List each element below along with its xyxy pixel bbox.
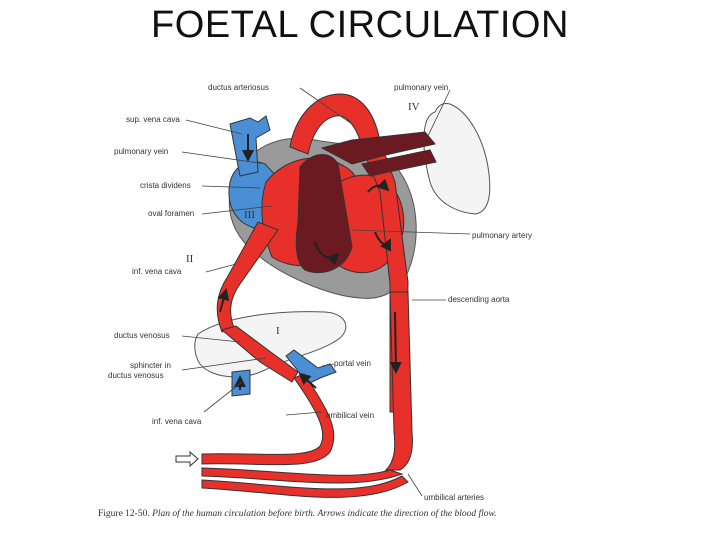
figure-caption: Figure 12-50. Plan of the human circulat… — [98, 508, 548, 520]
umbilical-artery-1 — [201, 467, 404, 484]
numeral-iii: III — [244, 209, 255, 221]
label-oval-foramen: oval foramen — [148, 209, 194, 218]
umbilical-vein-vessel — [201, 373, 335, 466]
label-portal-vein: portal vein — [334, 359, 371, 368]
label-sphincter-line2: ductus venosus — [108, 371, 164, 380]
leader-lines — [181, 87, 471, 497]
label-pulmonary-vein-right: pulmonary vein — [394, 83, 448, 92]
umbilical-artery-2 — [201, 475, 409, 498]
numeral-iv: IV — [408, 101, 420, 113]
flow-arrows — [217, 134, 402, 390]
label-sphincter-line1: sphincter in — [130, 361, 171, 370]
label-pulmonary-vein-left: pulmonary vein — [114, 147, 168, 156]
label-pulmonary-artery: pulmonary artery — [472, 231, 532, 240]
sup-vena-cava — [229, 115, 271, 177]
label-umbilical-vein: umbilical vein — [326, 411, 374, 420]
numeral-ii: II — [186, 253, 194, 265]
caption-text: Plan of the human circulation before bir… — [152, 509, 497, 519]
slide-title: FOETAL CIRCULATION — [151, 4, 569, 46]
label-sup-vena-cava: sup. vena cava — [126, 115, 180, 124]
label-crista-dividens: crista dividens — [140, 181, 191, 190]
label-ductus-venosus: ductus venosus — [114, 331, 170, 340]
label-descending-aorta: descending aorta — [448, 295, 510, 304]
ductus-arteriosus-vessel — [320, 131, 436, 165]
diagram-svg: ductus arteriosus pulmonary vein sup. ve… — [108, 83, 532, 502]
ductus-venosus-vessel — [220, 325, 299, 383]
fetal-circulation-diagram: ductus arteriosus pulmonary vein sup. ve… — [90, 72, 560, 534]
label-ductus-arteriosus: ductus arteriosus — [208, 83, 269, 92]
label-inf-vena-cava-upper: inf. vena cava — [132, 267, 182, 276]
caption-figure-number: Figure 12-50. — [98, 509, 150, 519]
label-inf-vena-cava-lower: inf. vena cava — [152, 417, 202, 426]
pulmonary-vein-vessel — [361, 149, 437, 177]
numeral-i: I — [276, 325, 280, 337]
descending-aorta-vessel — [384, 291, 413, 471]
placenta-inflow-arrow — [175, 450, 199, 468]
label-umbilical-arteries: umbilical arteries — [424, 493, 484, 502]
pulmonary-trunk-region — [295, 154, 353, 274]
